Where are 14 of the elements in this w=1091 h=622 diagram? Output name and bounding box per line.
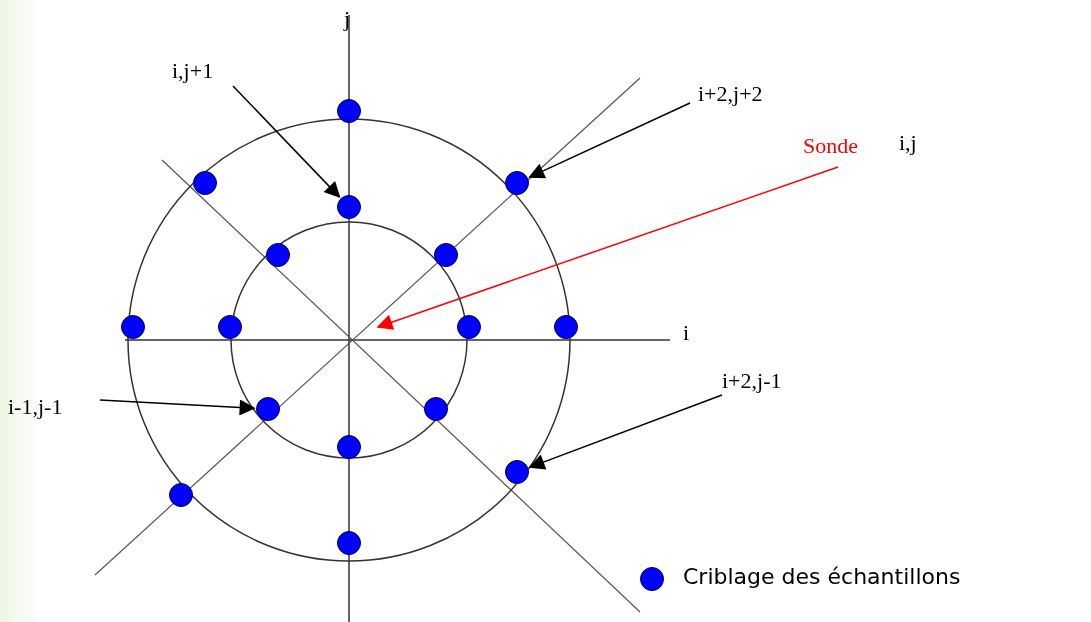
leader-line [232,85,341,199]
point-label: i,j+1 [172,60,214,82]
leader-line [528,394,723,470]
leader-line [528,102,691,179]
point-label: i,j [899,132,917,154]
legend-label: Criblage des échantillons [683,566,961,588]
point-label: i-1,j-1 [8,396,63,418]
point-label: i+2,j+2 [698,83,763,105]
leader-line [376,166,839,330]
point-label: i+2,j-1 [722,370,782,392]
axis-label: j [344,8,351,30]
axis-label: i [683,322,690,344]
leader-line [99,399,256,416]
point-label: Sonde [803,135,858,157]
